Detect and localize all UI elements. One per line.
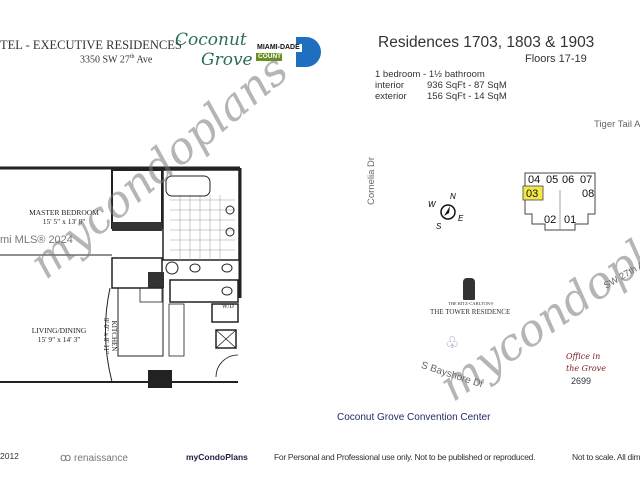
ritz-line2: THE TOWER RESIDENCE (430, 308, 511, 316)
footer-scale-note: Not to scale. All dim (572, 452, 640, 462)
unit-07: 07 (580, 174, 593, 186)
compass-rose: N W E S (428, 192, 468, 232)
building-address: 3350 SW 27th Ave (80, 54, 153, 66)
compass-icon (440, 204, 456, 220)
wd-label: W/D (222, 304, 234, 310)
unit-06: 06 (562, 174, 575, 186)
unit-04: 04 (528, 174, 541, 186)
footer-disclaimer: For Personal and Professional use only. … (274, 452, 536, 462)
unit-02: 02 (544, 214, 557, 226)
office-line1: Office in (566, 352, 601, 361)
building-title: TEL - EXECUTIVE RESIDENCES (0, 38, 182, 52)
office-line2: the Grove (566, 364, 606, 373)
exterior-value: 156 SqFt - 14 SqM (427, 91, 507, 102)
renaissance-logo-mark-icon: ♧ (445, 335, 460, 352)
interior-label: interior (375, 80, 405, 91)
interior-value: 936 SqFt - 87 SqM (427, 80, 507, 91)
living-dining-label: LIVING/DINING 15' 9" x 14' 3" (31, 326, 87, 344)
coconut-grove-logo: Coconut Grove (175, 30, 253, 70)
street-tiger-tail: Tiger Tail A (594, 119, 640, 130)
ritz-lion-icon (463, 278, 475, 300)
miami-dade-logo: MIAMI-DADE COUNTY (256, 36, 322, 68)
office-number: 2699 (571, 376, 592, 386)
footer-year: 2012 (0, 451, 19, 461)
miami-dade-d-icon (256, 37, 321, 67)
ritz-line1: THE RITZ-CARLTON® (448, 301, 494, 306)
listing-title: Residences 1703, 1803 & 1903 (378, 34, 595, 51)
bedroom-bath: 1 bedroom - 1½ bathroom (375, 69, 485, 80)
street-cornelia: Cornelia Dr (366, 156, 377, 205)
unit-01: 01 (564, 214, 577, 226)
unit-03-highlighted: 03 (526, 188, 539, 200)
mls-watermark: mi MLS® 2024 (0, 234, 73, 246)
building-key-plan: 04 05 06 07 03 08 02 01 (520, 170, 600, 234)
exterior-label: exterior (375, 91, 407, 102)
floors-label: Floors 17-19 (525, 53, 587, 65)
convention-center-label: Coconut Grove Convention Center (337, 412, 491, 423)
master-bedroom-label: MASTER BEDROOM 15' 5" x 13' 8" (29, 208, 99, 226)
renaissance-butterfly-icon: ꝏ (60, 452, 72, 464)
unit-05: 05 (546, 174, 559, 186)
kitchen-label: KITCHEN 9' 0" x 8' 11" (102, 318, 118, 354)
renaissance-logo: ꝏ renaissance (60, 452, 128, 464)
floor-plan-drawing (0, 166, 242, 388)
unit-08: 08 (582, 188, 595, 200)
mycondoplans-logo: myCondoPlans (186, 452, 248, 462)
